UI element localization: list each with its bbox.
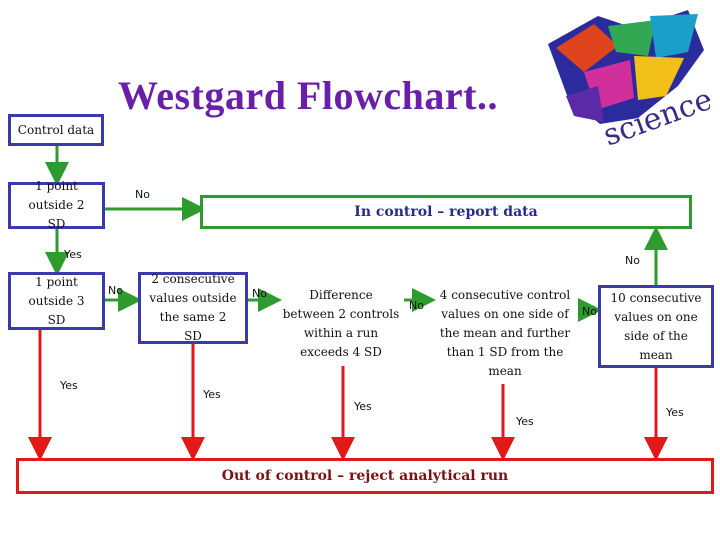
node-one-point-2sd: 1 point outside 2 SD (8, 179, 105, 231)
label-yes-diff: Yes (354, 400, 372, 413)
node-control-data: Control data (8, 114, 104, 146)
node-difference-between-label: Difference between 2 controls within a r… (282, 288, 400, 359)
node-two-consecutive-label: 2 consecutive values outside the same 2 … (149, 272, 237, 343)
label-yes-10consec: Yes (666, 406, 684, 419)
label-yes-4consec: Yes (516, 415, 534, 428)
node-ten-consecutive-label: 10 consecutive values on one side of the… (610, 290, 702, 362)
page-title: Westgard Flowchart.. (118, 73, 498, 118)
label-yes-2consec: Yes (203, 388, 221, 401)
label-no-in-control: No (625, 254, 640, 267)
node-in-control: In control – report data (200, 195, 692, 229)
westgard-collage-logo-icon: science (548, 10, 710, 154)
node-two-consecutive: 2 consecutive values outside the same 2 … (138, 272, 248, 344)
node-difference-between: Difference between 2 controls within a r… (278, 282, 404, 366)
node-four-consecutive-label: 4 consecutive control values on one side… (439, 287, 571, 378)
node-one-point-2sd-label: 1 point outside 2 SD (28, 179, 85, 231)
node-out-of-control-label: Out of control – reject analytical run (221, 467, 509, 484)
node-control-data-label: Control data (17, 122, 95, 137)
label-no-2consec: No (252, 287, 267, 300)
node-in-control-label: In control – report data (354, 203, 538, 220)
label-no-diff: No (409, 299, 424, 312)
label-no-2sd: No (135, 188, 150, 201)
label-yes-3sd: Yes (60, 379, 78, 392)
node-four-consecutive: 4 consecutive control values on one side… (432, 282, 578, 384)
label-no-4consec: No (582, 305, 597, 318)
node-one-point-3sd: 1 point outside 3 SD (8, 272, 105, 330)
label-yes-2sd: Yes (64, 248, 82, 261)
node-ten-consecutive: 10 consecutive values on one side of the… (598, 285, 714, 368)
label-no-3sd: No (108, 284, 123, 297)
node-out-of-control: Out of control – reject analytical run (16, 458, 714, 494)
node-one-point-3sd-label: 1 point outside 3 SD (28, 274, 85, 327)
